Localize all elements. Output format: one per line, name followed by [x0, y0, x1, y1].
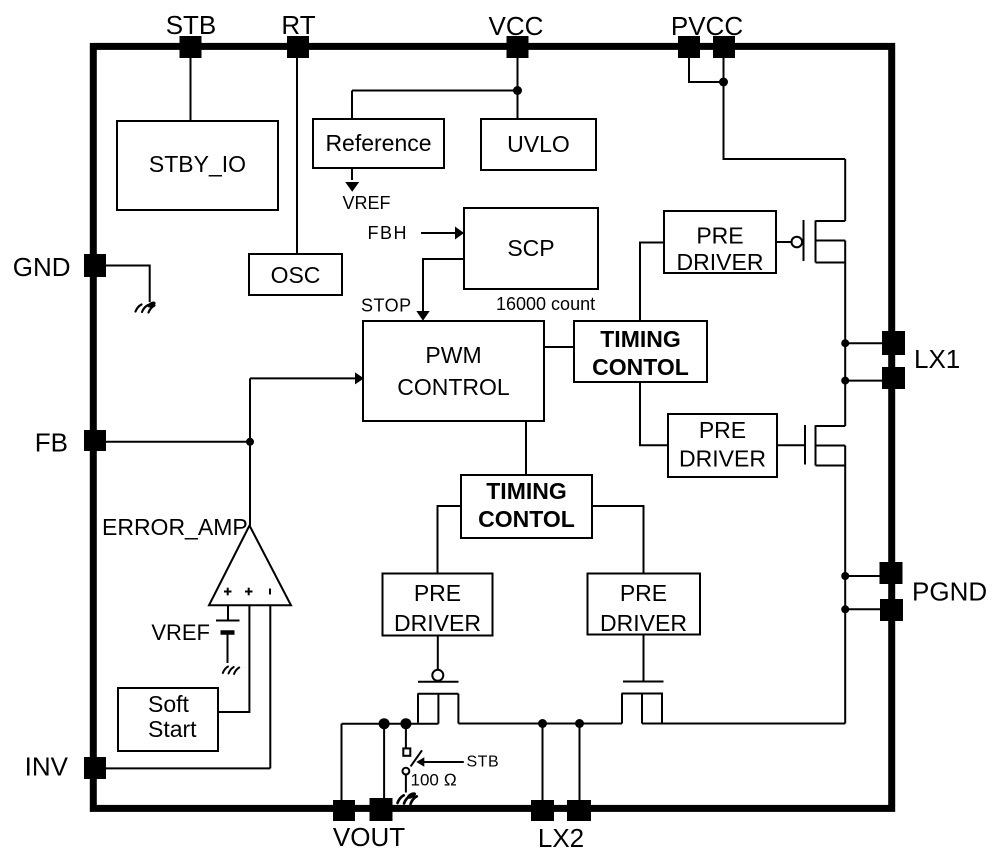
- svg-text:OSC: OSC: [271, 262, 321, 288]
- svg-text:PVCC: PVCC: [671, 11, 743, 41]
- svg-text:PGND: PGND: [912, 577, 987, 607]
- svg-text:CONTROL: CONTROL: [397, 374, 510, 400]
- svg-text:FB: FB: [35, 428, 68, 458]
- svg-text:UVLO: UVLO: [507, 131, 570, 157]
- svg-text:LX1: LX1: [914, 344, 960, 374]
- svg-text:PRE: PRE: [414, 580, 461, 606]
- svg-text:16000 count: 16000 count: [496, 294, 595, 314]
- svg-text:VREF: VREF: [151, 620, 210, 645]
- svg-text:CONTOL: CONTOL: [478, 506, 575, 532]
- svg-text:100 Ω: 100 Ω: [411, 771, 457, 790]
- svg-text:STBY_IO: STBY_IO: [149, 151, 246, 177]
- svg-text:DRIVER: DRIVER: [679, 446, 766, 472]
- svg-text:TIMING: TIMING: [600, 326, 681, 352]
- svg-text:PRE: PRE: [620, 580, 667, 606]
- svg-text:FBH: FBH: [368, 223, 409, 243]
- svg-text:CONTOL: CONTOL: [592, 354, 689, 380]
- svg-text:STB: STB: [467, 754, 500, 771]
- svg-text:STB: STB: [166, 10, 217, 40]
- svg-text:STOP: STOP: [361, 296, 412, 316]
- svg-text:Reference: Reference: [325, 130, 431, 156]
- svg-text:INV: INV: [25, 752, 69, 782]
- svg-text:DRIVER: DRIVER: [394, 610, 481, 636]
- svg-text:PRE: PRE: [699, 417, 746, 443]
- svg-text:PWM: PWM: [425, 342, 481, 368]
- svg-text:Soft: Soft: [148, 691, 190, 717]
- svg-text:RT: RT: [281, 10, 315, 40]
- svg-text:VREF: VREF: [343, 193, 391, 213]
- svg-text:ERROR_AMP: ERROR_AMP: [102, 514, 248, 540]
- svg-text:LX2: LX2: [538, 823, 584, 853]
- svg-text:DRIVER: DRIVER: [677, 249, 764, 275]
- svg-text:GND: GND: [13, 252, 71, 282]
- svg-text:VOUT: VOUT: [333, 822, 405, 852]
- svg-text:VCC: VCC: [489, 11, 544, 41]
- svg-text:SCP: SCP: [507, 235, 554, 261]
- svg-text:PRE: PRE: [696, 223, 743, 249]
- svg-text:Start: Start: [148, 716, 197, 742]
- svg-text:DRIVER: DRIVER: [600, 610, 687, 636]
- svg-text:TIMING: TIMING: [486, 478, 567, 504]
